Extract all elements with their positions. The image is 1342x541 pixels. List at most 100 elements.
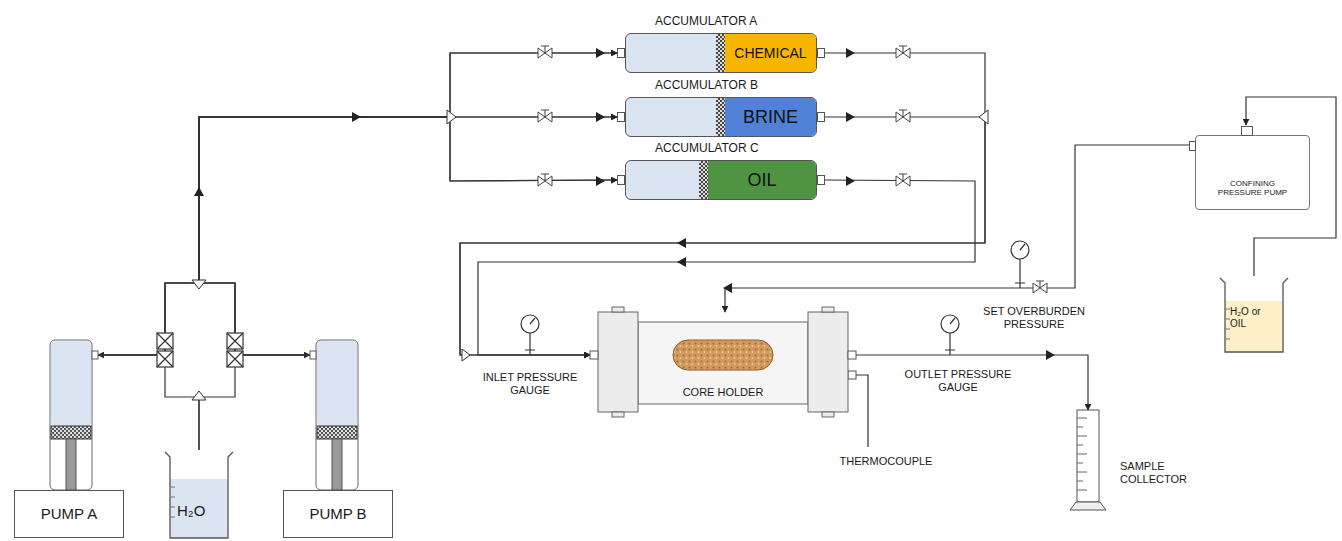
accumulator-name: ACCUMULATOR B bbox=[655, 79, 758, 93]
beaker bbox=[163, 450, 235, 540]
accumulator-name: ACCUMULATOR A bbox=[655, 15, 757, 29]
graduation-mark bbox=[1225, 309, 1230, 310]
flow-line bbox=[98, 53, 617, 355]
annotation-label: OUTLET PRESSURE GAUGE bbox=[900, 368, 1016, 394]
beaker-outline bbox=[1220, 278, 1288, 352]
pump-name: CONFINING PRESSURE PUMP bbox=[1216, 179, 1290, 197]
flange-bolt bbox=[612, 412, 624, 417]
end-flange bbox=[808, 312, 848, 412]
graduation-mark bbox=[1077, 436, 1087, 437]
flow-line bbox=[98, 117, 617, 355]
piston bbox=[51, 426, 91, 439]
fluid-name: CHEMICAL bbox=[734, 45, 806, 61]
flow-line bbox=[98, 117, 617, 355]
collector-node: SAMPLE COLLECTOR bbox=[1066, 404, 1188, 512]
beaker-outline bbox=[165, 452, 233, 538]
graduation-mark bbox=[1077, 454, 1087, 455]
graduation-mark bbox=[170, 517, 175, 518]
thermocouple-port bbox=[848, 371, 856, 379]
flow-line bbox=[199, 117, 617, 355]
fluid-chamber bbox=[51, 341, 91, 426]
flow-line bbox=[98, 355, 199, 450]
fluid-name: BRINE bbox=[743, 107, 798, 128]
graduation-mark bbox=[170, 497, 175, 498]
side-port bbox=[1189, 141, 1196, 151]
tee-junction bbox=[192, 110, 988, 400]
annotation-label: SET OVERBURDEN PRESSURE bbox=[978, 305, 1090, 331]
cylinder-base bbox=[1070, 502, 1106, 510]
piston bbox=[716, 34, 725, 72]
beaker-liquid bbox=[170, 479, 228, 538]
outlet-port bbox=[817, 112, 825, 122]
flow-line bbox=[856, 355, 1088, 410]
beaker-liquid bbox=[1225, 301, 1283, 352]
graduation-mark bbox=[170, 487, 175, 488]
pump-label-box: PUMP B bbox=[283, 490, 393, 538]
piston bbox=[716, 98, 725, 136]
cpump-node: CONFINING PRESSURE PUMP bbox=[1195, 135, 1310, 210]
graduation-mark bbox=[1225, 339, 1230, 340]
accumulator-name: ACCUMULATOR C bbox=[655, 142, 759, 156]
component-name: SAMPLE COLLECTOR bbox=[1120, 460, 1186, 485]
line-valve bbox=[538, 46, 1047, 293]
acc-node: OILACCUMULATOR C bbox=[625, 160, 817, 200]
beaker-node: H₂O or OIL bbox=[1218, 276, 1290, 354]
accumulator-fluid: OIL bbox=[708, 161, 816, 199]
piston bbox=[317, 426, 357, 439]
outlet-port bbox=[817, 175, 825, 185]
flow-line bbox=[460, 117, 985, 355]
accumulator-body: BRINE bbox=[625, 97, 817, 137]
flange-bolt bbox=[822, 412, 834, 417]
manifold-valve bbox=[157, 333, 243, 367]
graduation-mark bbox=[1077, 490, 1087, 491]
piston bbox=[699, 161, 708, 199]
flow-line bbox=[199, 117, 617, 355]
graduation-mark bbox=[1077, 481, 1083, 482]
graduation-mark bbox=[1077, 472, 1087, 473]
graduated-cylinder bbox=[1066, 404, 1188, 512]
graduation-mark bbox=[1077, 427, 1083, 428]
acc-node: CHEMICALACCUMULATOR A bbox=[625, 33, 817, 73]
inlet-port bbox=[590, 351, 598, 359]
end-flange bbox=[598, 312, 638, 412]
fluid-name: OIL bbox=[747, 170, 776, 191]
thermocouple-lead bbox=[856, 375, 868, 447]
flange-bolt bbox=[612, 307, 624, 312]
outlet-port bbox=[848, 351, 856, 359]
piston-rod bbox=[66, 439, 76, 490]
graduation-mark bbox=[1225, 319, 1230, 320]
rock-core bbox=[673, 340, 773, 370]
graduation-mark bbox=[1077, 445, 1083, 446]
pump-name: PUMP A bbox=[41, 505, 97, 522]
outlet-port bbox=[817, 48, 825, 58]
cylinder-body bbox=[50, 340, 92, 490]
pump-node: PUMP A bbox=[14, 340, 124, 538]
beaker-node: H₂O bbox=[163, 450, 235, 540]
accumulator-fluid: CHEMICAL bbox=[725, 34, 816, 72]
accumulator-body: OIL bbox=[625, 160, 817, 200]
accumulator-fluid: BRINE bbox=[725, 98, 816, 136]
graduation-mark bbox=[1077, 418, 1087, 419]
fluid-chamber bbox=[317, 341, 357, 426]
graduation-mark bbox=[1225, 329, 1230, 330]
beaker-content: H₂O or OIL bbox=[1230, 306, 1276, 329]
flow-line bbox=[199, 53, 617, 355]
annotation-label: INLET PRESSURE GAUGE bbox=[482, 371, 578, 397]
outlet-port bbox=[310, 351, 316, 359]
flow-line bbox=[199, 355, 310, 450]
piston-rod bbox=[332, 439, 342, 490]
cylinder-wall bbox=[1077, 410, 1099, 502]
component-name: CORE HOLDER bbox=[598, 386, 848, 399]
pump-node: PUMP B bbox=[283, 340, 393, 538]
pump-label-box: PUMP A bbox=[14, 490, 124, 538]
flow-line bbox=[460, 53, 985, 355]
graduation-mark bbox=[170, 507, 175, 508]
outlet-port bbox=[92, 351, 98, 359]
annotation-label: THERMOCOUPLE bbox=[826, 455, 946, 468]
graduation-mark bbox=[1077, 463, 1083, 464]
cylinder-body bbox=[316, 340, 358, 490]
inlet-port bbox=[617, 112, 625, 122]
flange-bolt bbox=[822, 307, 834, 312]
inlet-port bbox=[617, 48, 625, 58]
